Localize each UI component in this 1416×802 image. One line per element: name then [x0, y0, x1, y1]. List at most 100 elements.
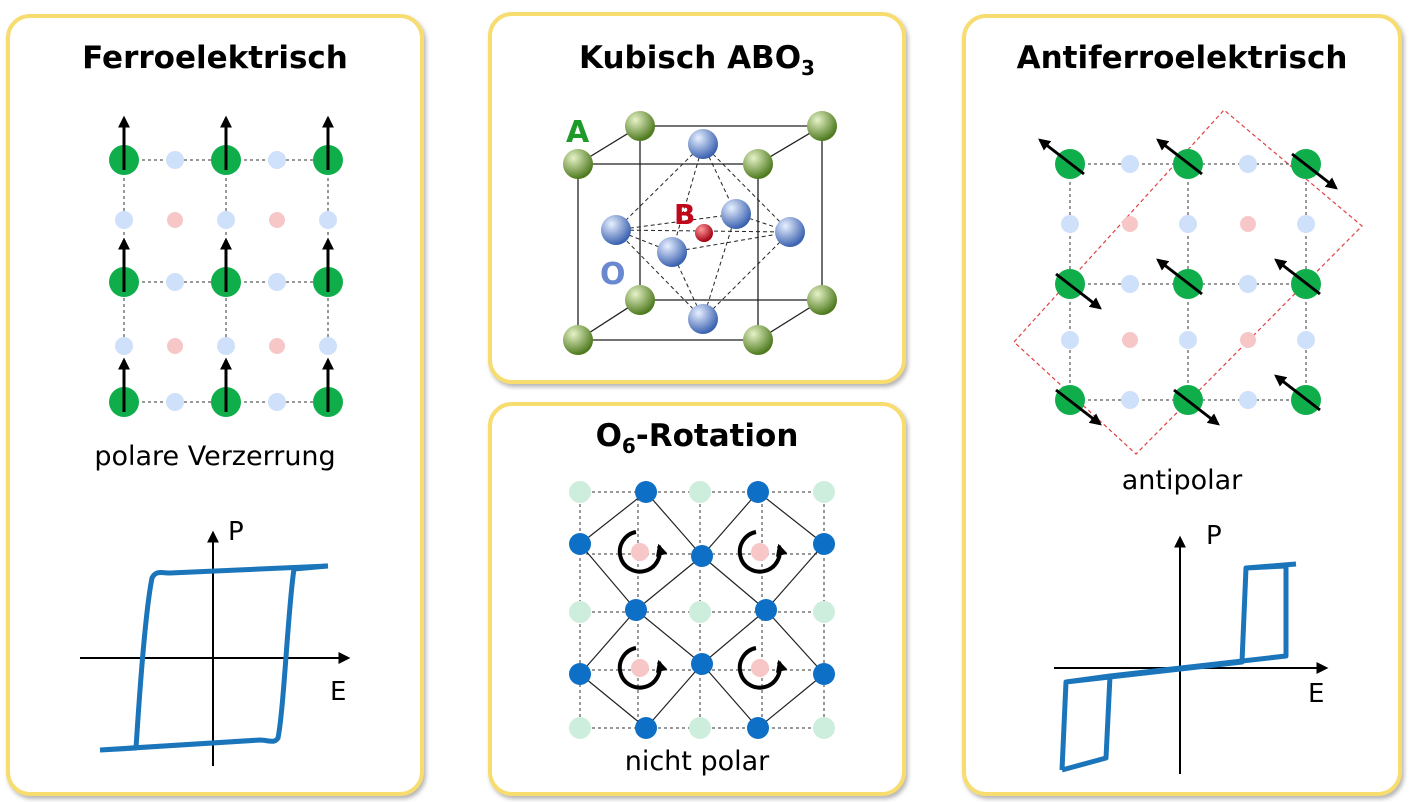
octahedron-edge — [671, 231, 791, 253]
octahedron-link — [579, 673, 647, 729]
dark-blue-atom — [635, 481, 657, 503]
double-hysteresis-loop — [1059, 561, 1297, 773]
octahedron-edge — [702, 231, 791, 320]
dipole-arrow — [1055, 388, 1102, 426]
ferro-lattice-diagram: PE — [80, 115, 351, 766]
light-green-atom — [813, 601, 835, 623]
light-blue-atom — [1297, 215, 1315, 233]
a-site-atom — [625, 111, 655, 141]
light-blue-atom — [115, 337, 133, 355]
dipole-arrow — [1038, 138, 1085, 176]
rotation-arrow — [737, 646, 788, 690]
oxygen-atom — [601, 215, 631, 245]
octahedron-link — [701, 609, 767, 665]
octahedron-link — [701, 491, 759, 557]
light-blue-atom — [1061, 331, 1079, 349]
dipole-arrow — [1274, 258, 1321, 296]
octahedron-link — [765, 609, 825, 675]
pink-atom — [751, 659, 769, 677]
antiferro-panel: Antiferroelektrisch P E antipolar — [962, 14, 1402, 796]
a-site-atom — [743, 325, 773, 355]
octahedron-link — [701, 555, 767, 611]
dipole-arrow — [1156, 258, 1203, 296]
axis-label-p: P — [1206, 521, 1222, 551]
light-blue-atom — [268, 273, 286, 291]
dark-blue-atom — [691, 653, 713, 675]
axis-label-p: P — [228, 517, 244, 547]
octahedron-edge — [615, 143, 704, 231]
ferro-caption: polare Verzerrung — [94, 441, 336, 472]
dark-blue-atom — [691, 545, 713, 567]
rotation-title-rest: -Rotation — [635, 418, 799, 454]
cubic-perovskite-diagram: ABO — [563, 111, 837, 355]
oxygen-atom — [775, 217, 805, 247]
antiferro-title: Antiferroelektrisch — [1016, 40, 1348, 76]
light-green-atom — [689, 481, 711, 503]
a-site-atom — [563, 149, 593, 179]
light-blue-atom — [1121, 155, 1139, 173]
light-blue-atom — [1121, 275, 1139, 293]
label-o: O — [600, 257, 626, 292]
dark-blue-atom — [813, 533, 835, 555]
pink-atom — [1240, 332, 1256, 348]
cubic-title-sub: 3 — [801, 56, 815, 80]
a-site-atom — [807, 285, 837, 315]
pink-atom — [751, 543, 769, 561]
oxygen-atom — [688, 129, 718, 159]
light-blue-atom — [1297, 331, 1315, 349]
a-site-atom — [807, 111, 837, 141]
octahedron-link — [579, 543, 637, 611]
octahedron-edge — [671, 251, 704, 320]
octahedron-edge — [671, 143, 704, 253]
light-blue-atom — [1239, 155, 1257, 173]
dark-blue-atom — [813, 663, 835, 685]
octahedron-link — [579, 609, 637, 675]
dark-blue-atom — [747, 481, 769, 503]
cubic-title-main: Kubisch ABO — [579, 40, 802, 76]
octahedron-link — [635, 555, 703, 611]
rotation-title-sub: 6 — [621, 434, 636, 458]
a-site-atom — [743, 149, 773, 179]
octahedron-link — [645, 663, 703, 729]
dipole-arrow — [1156, 138, 1203, 176]
light-blue-atom — [319, 337, 337, 355]
pink-atom — [1122, 332, 1138, 348]
a-site-atom — [563, 325, 593, 355]
light-green-atom — [569, 717, 591, 739]
rotation-panel: O6-Rotation nicht polar — [488, 402, 906, 796]
label-a: A — [566, 115, 590, 150]
pink-atom — [167, 212, 183, 228]
pink-atom — [1240, 216, 1256, 232]
dark-blue-atom — [625, 599, 647, 621]
rotation-title-main: O — [595, 418, 622, 454]
light-blue-atom — [268, 151, 286, 169]
light-blue-atom — [1061, 215, 1079, 233]
b-site-atom — [695, 224, 713, 242]
dark-blue-atom — [635, 717, 657, 739]
ferro-title: Ferroelektrisch — [82, 40, 348, 76]
octahedron-link — [645, 491, 703, 557]
pink-atom — [167, 338, 183, 354]
octahedron-link — [579, 491, 647, 545]
octahedron-link — [757, 491, 825, 545]
light-blue-atom — [1239, 275, 1257, 293]
axis-label-e: E — [330, 677, 346, 707]
light-green-atom — [689, 601, 711, 623]
rotation-arrow — [737, 530, 788, 574]
dipole-arrow — [1055, 272, 1102, 310]
light-blue-atom — [1121, 391, 1139, 409]
dark-blue-atom — [747, 717, 769, 739]
octahedron-edge — [615, 213, 737, 231]
oxygen-atom — [721, 199, 751, 229]
light-blue-atom — [217, 337, 235, 355]
a-site-atom — [625, 285, 655, 315]
light-blue-atom — [319, 211, 337, 229]
antiferro-caption: antipolar — [1121, 465, 1243, 496]
pink-atom — [269, 338, 285, 354]
axis-label-e: E — [1308, 679, 1324, 709]
light-blue-atom — [1239, 391, 1257, 409]
light-blue-atom — [115, 211, 133, 229]
dark-blue-atom — [569, 663, 591, 685]
